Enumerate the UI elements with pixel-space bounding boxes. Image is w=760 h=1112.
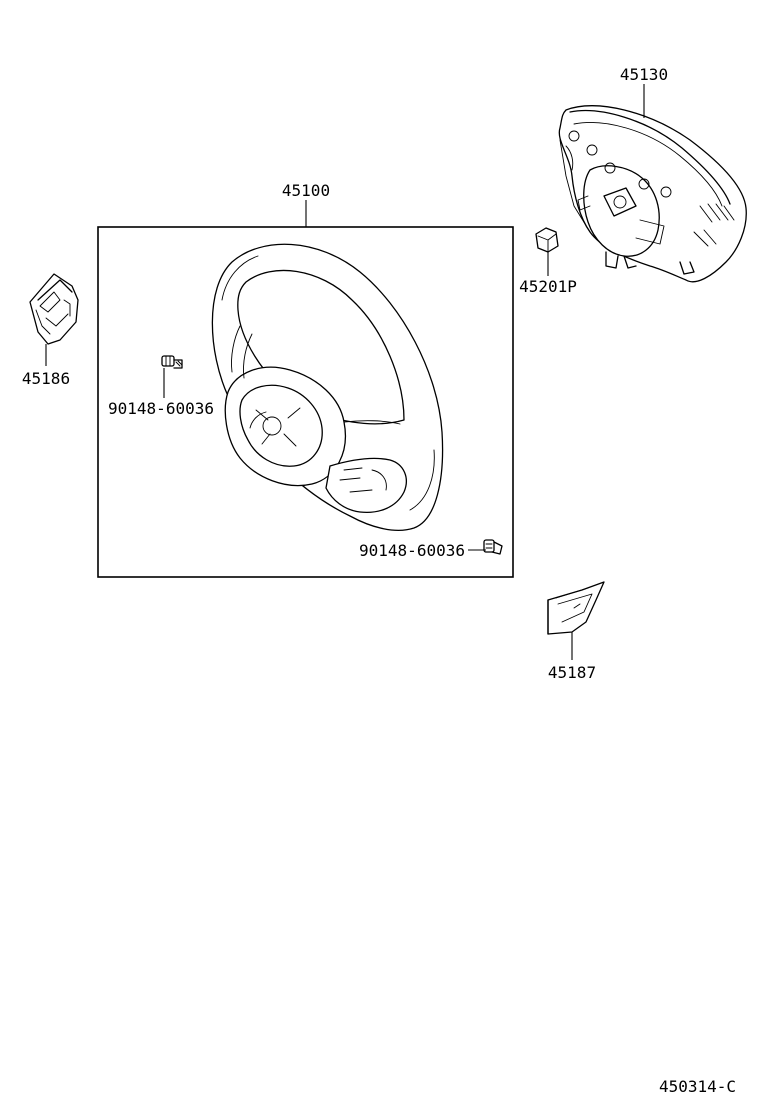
diagram-code: 450314-C	[659, 1077, 736, 1096]
label-cover-right: 45187	[548, 663, 596, 682]
label-cover-left: 45186	[22, 369, 70, 388]
label-nut: 45201P	[519, 277, 577, 296]
pad-assembly-drawing	[558, 84, 747, 283]
cover-left-drawing	[29, 273, 79, 366]
bolt-lower-drawing	[468, 539, 503, 555]
nut-drawing	[535, 227, 559, 276]
label-pad-assembly: 45130	[620, 65, 668, 84]
cover-right-drawing	[547, 581, 605, 660]
label-steering-wheel: 45100	[282, 181, 330, 200]
bolt-upper-drawing	[161, 355, 183, 398]
label-bolt-upper: 90148-60036	[108, 399, 214, 418]
label-bolt-lower: 90148-60036	[359, 541, 465, 560]
steering-wheel-drawing	[211, 243, 444, 531]
